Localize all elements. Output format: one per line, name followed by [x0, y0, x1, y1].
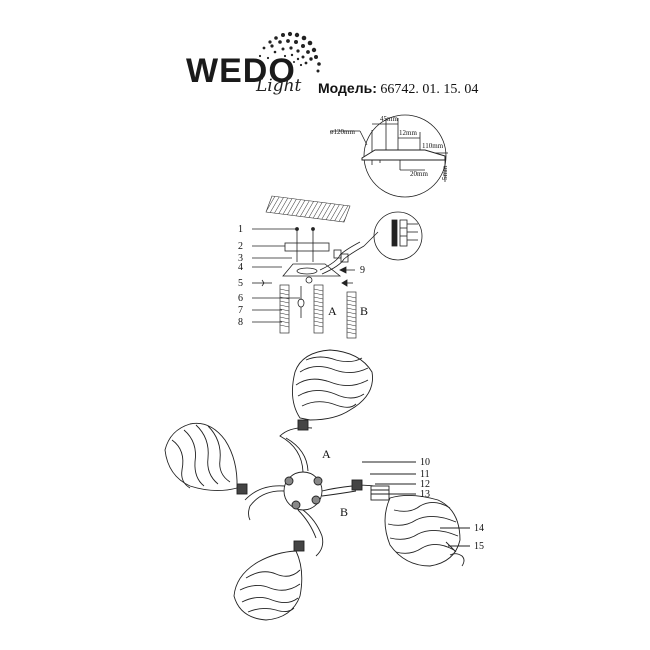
mount-label-4: 4 — [238, 262, 243, 273]
mount-label-3: 3 — [238, 253, 243, 264]
assembly-label-12: 12 — [420, 479, 430, 490]
mount-label-5: 5 — [238, 278, 243, 289]
dim-5: 5mm — [441, 165, 449, 180]
assembly-label-11: 11 — [420, 469, 430, 480]
mount-part-b: B — [360, 304, 368, 318]
connector-detail-circle — [373, 211, 423, 261]
model-line: Модель: 66742. 01. 15. 04 — [318, 80, 478, 98]
assembly-part-b: B — [340, 505, 348, 519]
bracket-detail-circle — [363, 114, 447, 198]
dim-12: 12mm — [399, 129, 417, 137]
brand-logo-subtext: Light — [256, 76, 302, 96]
mounting-sketch — [252, 211, 423, 339]
mount-label-2: 2 — [238, 241, 243, 252]
mount-label-8: 8 — [238, 317, 243, 328]
mount-label-6: 6 — [238, 293, 243, 304]
mounting-bracket-detail — [330, 114, 448, 198]
assembly-label-14: 14 — [474, 523, 484, 534]
mount-label-7: 7 — [238, 305, 243, 316]
dim-45: 45mm — [380, 115, 398, 123]
mount-label-1: 1 — [238, 224, 243, 235]
assembly-label-13: 13 — [420, 489, 430, 500]
dim-diameter: ø120mm — [330, 128, 355, 136]
dim-20: 20mm — [410, 170, 428, 178]
assembly-label-15: 15 — [474, 541, 484, 552]
brand-logo-text: WEDO — [186, 52, 296, 90]
assembly-label-10: 10 — [420, 457, 430, 468]
mount-label-9: 9 — [360, 265, 365, 276]
chandelier-assembly — [164, 349, 470, 621]
model-label: Модель: — [318, 80, 377, 96]
model-number: 66742. 01. 15. 04 — [380, 82, 479, 97]
assembly-part-a: A — [322, 447, 331, 461]
mount-part-a: A — [328, 304, 337, 318]
ceiling-hatch — [265, 195, 351, 223]
dim-110: 110mm — [422, 142, 444, 150]
